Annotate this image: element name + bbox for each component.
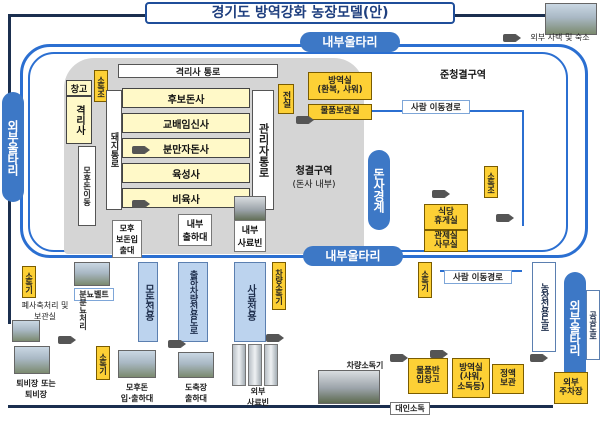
barn-row: 분만자돈사 <box>122 138 250 158</box>
person-path-label: 사람 이동경로 <box>402 100 470 114</box>
disinfector-left: 소독기 <box>22 266 36 298</box>
outer-fence-top-right <box>455 14 545 17</box>
camera-icon <box>503 34 521 42</box>
dead-pig-storage-label: 폐사축처리 및 보관실 <box>21 301 69 321</box>
outer-feed-bin-silo <box>264 344 278 386</box>
clean-zone-title: 청결구역 <box>295 166 333 177</box>
shipping-vehicle-lane: 출하차량전용도로 <box>178 262 208 342</box>
person-path-label: 사람 이동경로 <box>444 270 512 284</box>
vehicle-disinfector-feed: 차량소독기 <box>272 262 286 310</box>
sow-only-lane: 모돈전용 <box>138 262 158 342</box>
outer-feed-bin-silo <box>232 344 246 386</box>
inner-fence-top-label: 내부울타리 <box>300 32 400 52</box>
camera-icon <box>530 354 548 362</box>
storage-room: 물품보관실 <box>308 104 372 120</box>
electric-room: 전실 <box>278 84 294 114</box>
management-corridor: 관리자통로 <box>252 90 274 210</box>
feed-only-lane: 사료전용 <box>234 262 266 342</box>
disinfector-mid: 소독기 <box>418 262 432 298</box>
manure-belt-label: 분뇨벨트 <box>74 288 114 301</box>
cafeteria-room: 식당 휴게실 <box>424 204 468 230</box>
internal-loading-dock: 내부 출하대 <box>178 214 212 246</box>
outer-feed-bin-label: 외부 사료빈 <box>246 387 270 407</box>
item-receiving-warehouse: 물품반 입창고 <box>408 358 448 394</box>
camera-icon <box>266 334 284 342</box>
dead-pig-storage-photo <box>12 320 40 342</box>
slaughter-dock-photo <box>178 352 214 378</box>
outer-feed-bin-silo <box>248 344 262 386</box>
barn-row: 비육사 <box>122 188 250 208</box>
sow-gate-label: 모후돈 입·출하대 <box>120 383 154 403</box>
camera-icon <box>296 116 314 124</box>
pig-corridor: 돼지통로 <box>106 90 122 210</box>
camera-icon <box>430 350 448 358</box>
camera-icon <box>132 146 150 154</box>
person-disinfect-label: 대인소독 <box>390 402 430 415</box>
camera-icon <box>132 200 150 208</box>
internal-feed-bin: 내부 사료빈 <box>234 220 266 252</box>
person-path-line <box>522 110 524 226</box>
camera-icon <box>58 336 76 344</box>
outer-house-label: 외부 사택 및 숙소 <box>530 33 590 42</box>
barn-name: 후보돈사 <box>167 94 205 106</box>
outer-parking: 외부 주차장 <box>554 372 588 404</box>
semen-storage: 정액 보관 <box>492 364 524 394</box>
slaughter-dock-label: 도축장 출하대 <box>184 383 208 403</box>
clean-zone-label: 청결구역 (돈사 내부) <box>278 162 350 190</box>
wastewater-label: 분뇨처리 <box>78 298 88 330</box>
outer-fence-right-label: 외부울타리 <box>564 272 586 382</box>
barn-row: 육성사 <box>122 163 250 183</box>
outer-house-photo <box>545 3 597 35</box>
camera-icon <box>390 354 408 362</box>
barn-name: 비육사 <box>172 194 200 206</box>
internal-feed-bin-photo <box>234 196 266 222</box>
outer-fence-bottom <box>8 405 553 408</box>
vehicle-disinfector-photo <box>318 370 380 404</box>
semi-clean-zone-label: 준청결구역 <box>440 70 486 81</box>
outer-shower-room: 방역실 (샤워, 소독등) <box>452 358 490 398</box>
camera-icon <box>432 190 450 198</box>
warehouse-room: 창고 <box>66 80 92 96</box>
quarantine-corridor: 격리사 통로 <box>118 64 278 78</box>
sow-move-corridor: 모후돈이동 <box>78 146 96 226</box>
public-road: 공공도로 <box>586 290 600 360</box>
quarantine-room: 격리사 <box>66 96 92 144</box>
barn-name: 분만자돈사 <box>163 144 209 156</box>
camera-icon <box>496 214 514 222</box>
disinfector-bottom-left: 소독기 <box>96 346 110 380</box>
page-title: 경기도 방역강화 농장모델(안) <box>145 2 455 24</box>
vehicle-disinfector-label: 차량소독기 <box>346 361 384 370</box>
compost-label: 퇴비장 또는 퇴비장 <box>16 379 56 399</box>
barn-name: 육성사 <box>172 169 200 181</box>
manure-belt-photo <box>74 262 110 286</box>
clean-zone-subtitle: (돈사 내부) <box>292 180 336 190</box>
farm-only-road: 농장전용도로 <box>532 262 556 352</box>
camera-icon <box>168 340 186 348</box>
barn-boundary-label: 돈사경계 <box>368 150 390 230</box>
barn-row: 후보돈사 <box>122 88 250 108</box>
compost-photo <box>14 346 50 374</box>
outer-fence-top <box>8 14 145 17</box>
outer-fence-left-label: 외부울타리 <box>2 92 24 202</box>
sow-gate-photo <box>118 350 156 378</box>
barn-stack: 후보돈사 교배임신사 분만자돈사 육성사 비육사 <box>122 88 250 216</box>
barn-row: 교배임신사 <box>122 113 250 133</box>
sow-loading-dock: 모후 보돈입 출대 <box>112 220 142 258</box>
disinfection-tank-top: 소독조 <box>94 70 108 102</box>
inner-fence-bottom-label: 내부울타리 <box>303 246 403 266</box>
control-room: 관제실 사무실 <box>424 230 468 252</box>
shower-room: 방역실 (환복, 샤워) <box>308 72 372 100</box>
disinfection-tank-right: 소독조 <box>484 166 498 198</box>
barn-name: 교배임신사 <box>163 119 209 131</box>
